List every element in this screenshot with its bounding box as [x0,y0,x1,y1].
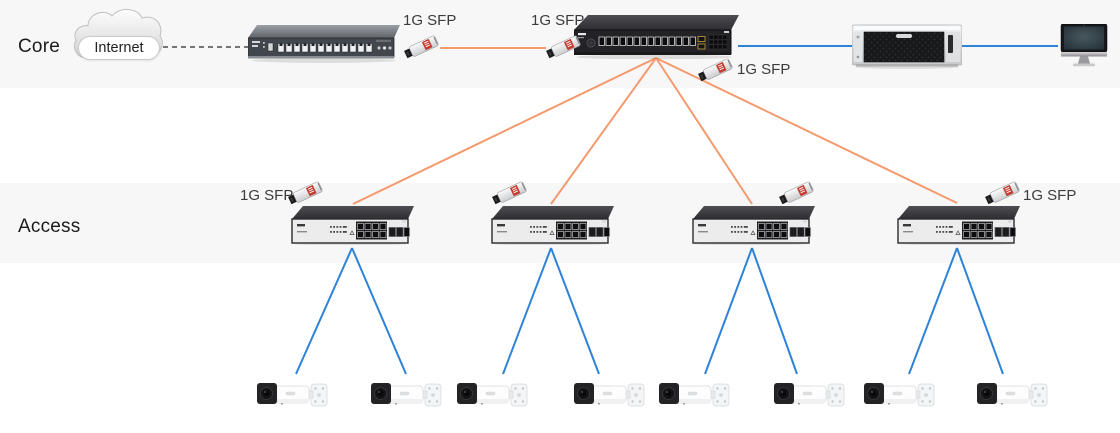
camera-1-icon [257,380,329,410]
core-layer-label: Core [18,36,60,57]
link-access2-to-camera4 [550,247,600,375]
monitor-icon [1058,24,1110,69]
router-icon [248,23,400,63]
camera-5-icon [659,380,731,410]
link-access3-to-camera6 [751,247,798,375]
sfp-label-access-4: 1G SFP [1023,187,1077,204]
camera-3-icon [457,380,529,410]
link-access4-to-camera7 [908,247,958,375]
internet-label: Internet [78,36,160,60]
core-switch-icon [574,13,739,59]
sfp-label-router: 1G SFP [403,12,457,29]
nvr-server-icon [852,23,962,69]
link-access1-to-camera2 [351,247,407,375]
access-switch-4-icon [896,205,1020,245]
link-access3-to-camera5 [704,247,753,375]
camera-2-icon [371,380,443,410]
access-switch-3-icon [691,205,815,245]
camera-8-icon [977,380,1049,410]
camera-4-icon [574,380,646,410]
camera-6-icon [774,380,846,410]
link-access4-to-camera8 [956,247,1004,375]
access-switch-1-icon [290,205,414,245]
link-access2-to-camera3 [502,247,552,375]
sfp-label-core-down: 1G SFP [737,61,791,78]
link-access1-to-camera1 [295,247,353,375]
access-layer-label: Access [18,216,81,237]
sfp-label-access-1: 1G SFP [240,187,294,204]
camera-7-icon [864,380,936,410]
access-switch-2-icon [490,205,614,245]
sfp-label-core-in: 1G SFP [531,12,585,29]
